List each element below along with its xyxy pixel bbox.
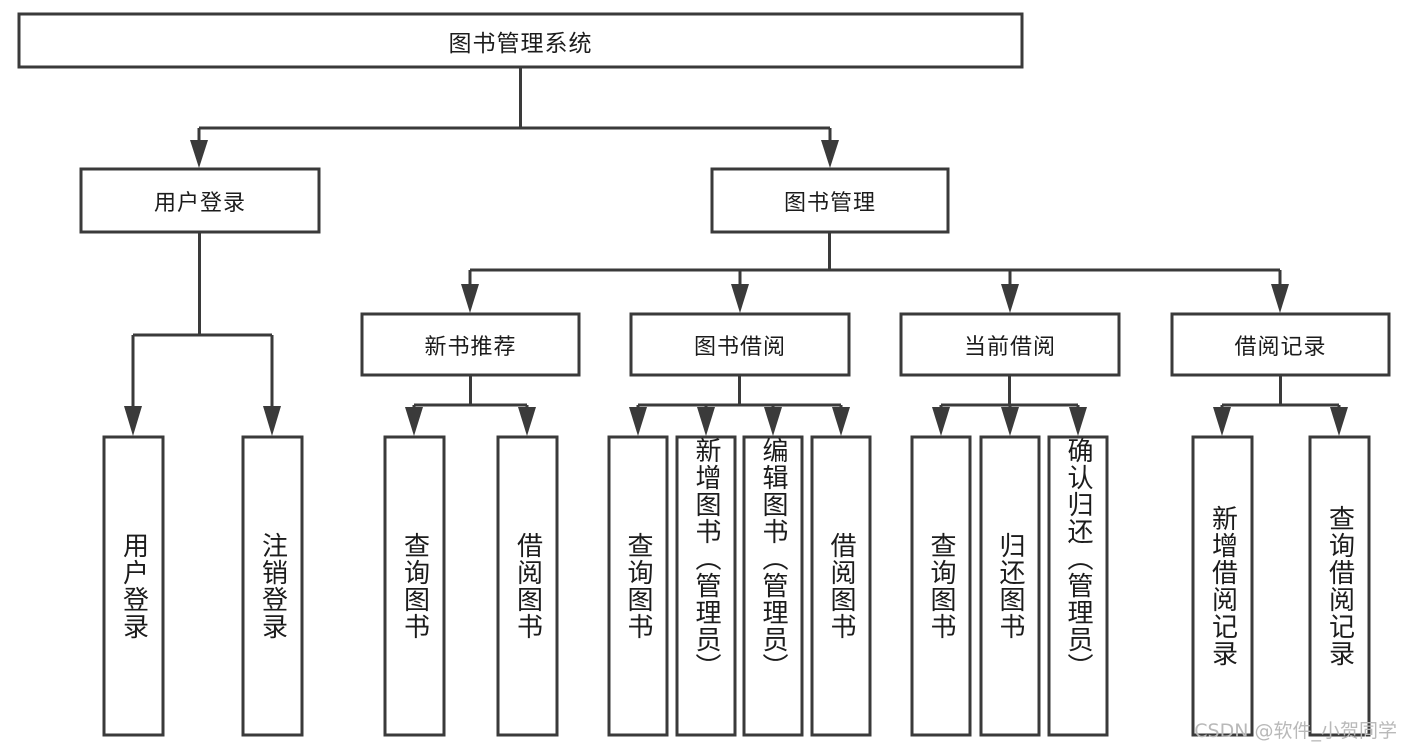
node-leaf-add-borrow-record-box[interactable] [1191, 435, 1254, 737]
node-leaf-return-book-box[interactable] [979, 435, 1041, 737]
arrowhead-leaf-add-book-admin [697, 407, 715, 436]
arrowhead-leaf-query-borrow-record [1330, 407, 1348, 436]
node-leaf-query-book-1-box[interactable] [383, 435, 446, 737]
node-root-box[interactable] [17, 12, 1024, 69]
arrowhead-leaf-borrow-book-1 [518, 407, 536, 436]
arrowhead-borrow-record [1271, 284, 1289, 313]
arrowhead-leaf-query-book-3 [932, 407, 950, 436]
node-leaf-query-book-2-box[interactable] [607, 435, 669, 737]
node-leaf-user-login-box[interactable] [102, 435, 165, 737]
node-leaf-add-book-admin-box[interactable] [675, 435, 737, 737]
node-user-login-box[interactable] [79, 167, 321, 234]
arrowhead-leaf-confirm-return-admin [1069, 407, 1087, 436]
arrowhead-leaf-edit-book-admin [764, 407, 782, 436]
node-leaf-query-book-3-box[interactable] [910, 435, 972, 737]
arrowhead-user-login [190, 140, 208, 168]
node-leaf-borrow-book-2-box[interactable] [810, 435, 872, 737]
arrowhead-leaf-logout-login [263, 406, 281, 436]
node-leaf-edit-book-admin-box[interactable] [742, 435, 804, 737]
node-leaf-logout-login-box[interactable] [241, 435, 304, 737]
node-new-book-recommend-box[interactable] [360, 312, 581, 377]
arrowhead-leaf-user-login [124, 406, 142, 436]
node-book-borrow-box[interactable] [629, 312, 851, 377]
arrowhead-current-borrow [1001, 284, 1019, 313]
arrowhead-leaf-return-book [1001, 407, 1019, 436]
node-leaf-query-borrow-record-box[interactable] [1308, 435, 1371, 737]
arrowhead-new-book-recommend [461, 284, 479, 313]
node-book-manage-box[interactable] [710, 167, 950, 234]
node-current-borrow-box[interactable] [899, 312, 1121, 377]
node-borrow-record-box[interactable] [1170, 312, 1391, 377]
node-leaf-confirm-return-admin-box[interactable] [1047, 435, 1109, 737]
arrowhead-book-manage [821, 140, 839, 168]
arrowhead-leaf-add-borrow-record [1213, 407, 1231, 436]
node-leaf-borrow-book-1-box[interactable] [496, 435, 559, 737]
arrowhead-leaf-query-book-2 [629, 407, 647, 436]
arrowhead-leaf-query-book-1 [405, 407, 423, 436]
arrowhead-leaf-borrow-book-2 [832, 407, 850, 436]
arrowhead-book-borrow [731, 284, 749, 313]
